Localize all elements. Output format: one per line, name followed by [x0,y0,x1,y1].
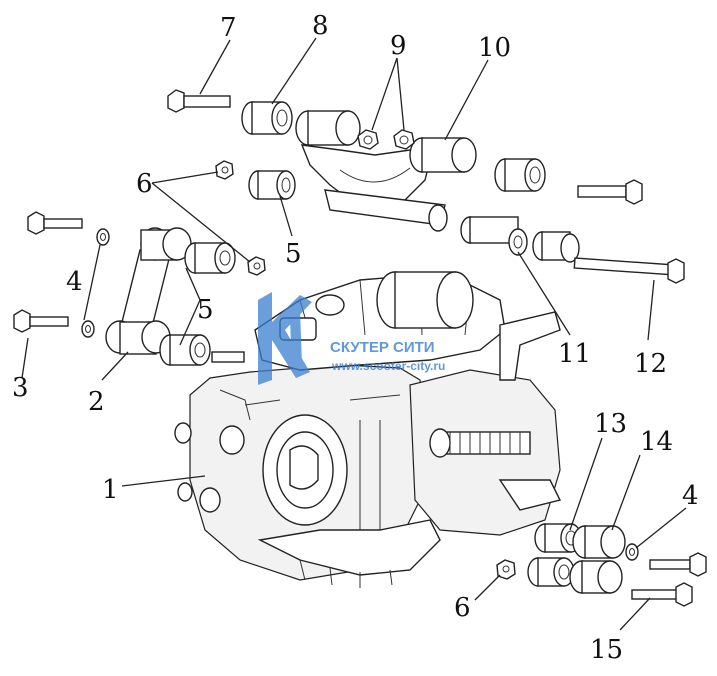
bolt-upper-left [27,211,83,235]
nut-6-middle [247,256,266,276]
bushing-5-pair [159,242,236,366]
bushing-13-pair [527,523,582,587]
spacer-pin [211,351,245,363]
bushing-14-pair [569,525,626,594]
bolt-7 [167,89,231,113]
callout-8: 8 [312,11,329,41]
nut-6-bottom [496,559,516,580]
bushing-5-top [248,170,296,200]
callout-9: 9 [390,31,407,61]
bushing-upper-right [494,158,546,192]
callout-4-right: 4 [682,481,699,511]
washer-4-right [625,543,639,561]
callout-7: 7 [220,13,237,43]
leader-lines [21,37,687,631]
callout-14: 14 [640,427,673,457]
watermark-url: www.scooter-city.ru [331,359,445,373]
nut-6-top [215,160,234,180]
link-arm-2 [105,227,192,355]
callout-2: 2 [88,387,105,417]
long-bolt-12 [573,257,685,284]
watermark-title: СКУТЕР СИТИ [330,339,435,356]
callout-labels: 7 8 9 10 6 5 4 5 3 2 11 12 13 14 1 4 6 1… [12,11,699,665]
bolt-15 [631,582,693,607]
callout-6-bottom: 6 [454,593,471,623]
bushing-8 [241,101,293,135]
washer-4-lower [81,320,95,338]
upper-mount-bracket [295,110,477,232]
bolt-upper-right [577,179,643,205]
callout-12: 12 [634,349,667,379]
callout-4-left: 4 [66,267,83,297]
washer-4-top [96,228,110,246]
bolt-right-top [649,552,707,577]
sleeve-11 [460,216,580,263]
callout-5-middle: 5 [197,295,214,325]
callout-11: 11 [558,339,591,369]
callout-10: 10 [478,33,511,63]
callout-6-top: 6 [136,169,153,199]
callout-5-top: 5 [285,239,302,269]
nut-pair-9 [357,129,415,150]
bolt-3 [13,309,69,333]
engine-crankcase [174,271,562,588]
callout-1: 1 [102,475,119,505]
callout-3: 3 [12,373,29,403]
watermark-logo [258,292,312,385]
callout-13: 13 [594,409,627,439]
callout-15: 15 [590,635,623,665]
